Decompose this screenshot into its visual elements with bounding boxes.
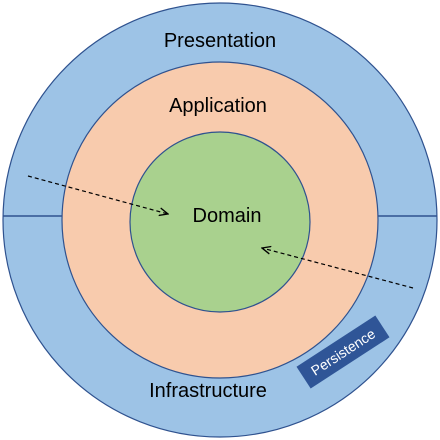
dependency-arrow-infrastructure-to-domain: [262, 248, 414, 289]
application-label: Application: [169, 95, 267, 117]
infrastructure-label: Infrastructure: [149, 380, 267, 402]
domain-core-circle: [129, 131, 311, 313]
dependency-arrow-presentation-to-domain: [27, 175, 168, 214]
persistence-badge-background: [296, 315, 390, 389]
presentation-label: Presentation: [164, 30, 276, 52]
domain-label: Domain: [193, 205, 262, 227]
